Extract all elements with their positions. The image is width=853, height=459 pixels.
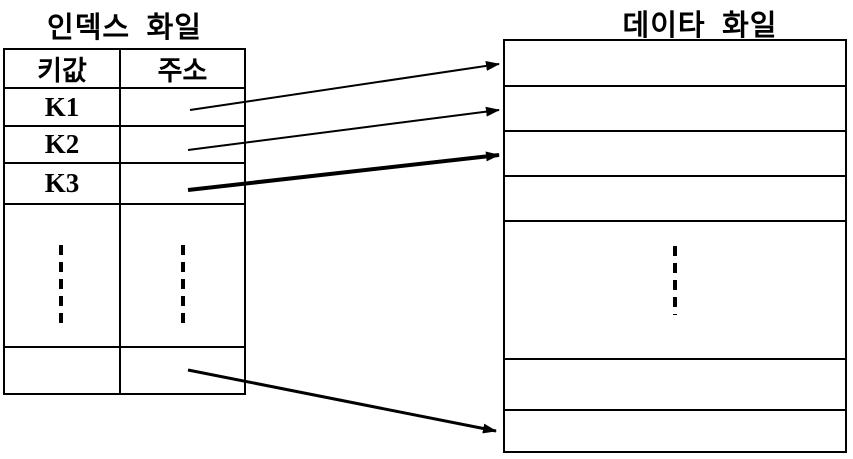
key-column-header: 키값 [5, 50, 121, 87]
index-file-table: 키값 주소 K1 K2 K3 [3, 48, 246, 395]
data-file-table [503, 39, 847, 453]
address-cell [121, 164, 244, 203]
index-table-header-row: 키값 주소 [5, 50, 244, 89]
key-cell: K3 [5, 164, 121, 203]
data-file-title: 데이타 화일 [622, 10, 778, 42]
data-file-row-7 [505, 411, 845, 451]
index-row-k2: K2 [5, 127, 244, 164]
address-cell [121, 89, 244, 125]
data-file-row-2 [505, 87, 845, 132]
key-cell: K1 [5, 89, 121, 125]
key-cell [5, 348, 121, 393]
data-file-row-4 [505, 177, 845, 222]
data-file-row-3 [505, 132, 845, 177]
address-cell [121, 348, 244, 393]
index-empty-row [5, 348, 244, 393]
address-cell-ellipsis [121, 205, 244, 346]
key-cell-ellipsis [5, 205, 121, 346]
address-cell [121, 127, 244, 162]
index-row-k1: K1 [5, 89, 244, 127]
data-file-row-1 [505, 41, 845, 87]
data-file-row-ellipsis [505, 222, 845, 360]
index-file-title: 인덱스 화일 [47, 12, 202, 44]
data-file-row-6 [505, 360, 845, 411]
index-row-k3: K3 [5, 164, 244, 205]
key-cell: K2 [5, 127, 121, 162]
index-ellipsis-row [5, 205, 244, 348]
address-column-header: 주소 [157, 56, 208, 86]
